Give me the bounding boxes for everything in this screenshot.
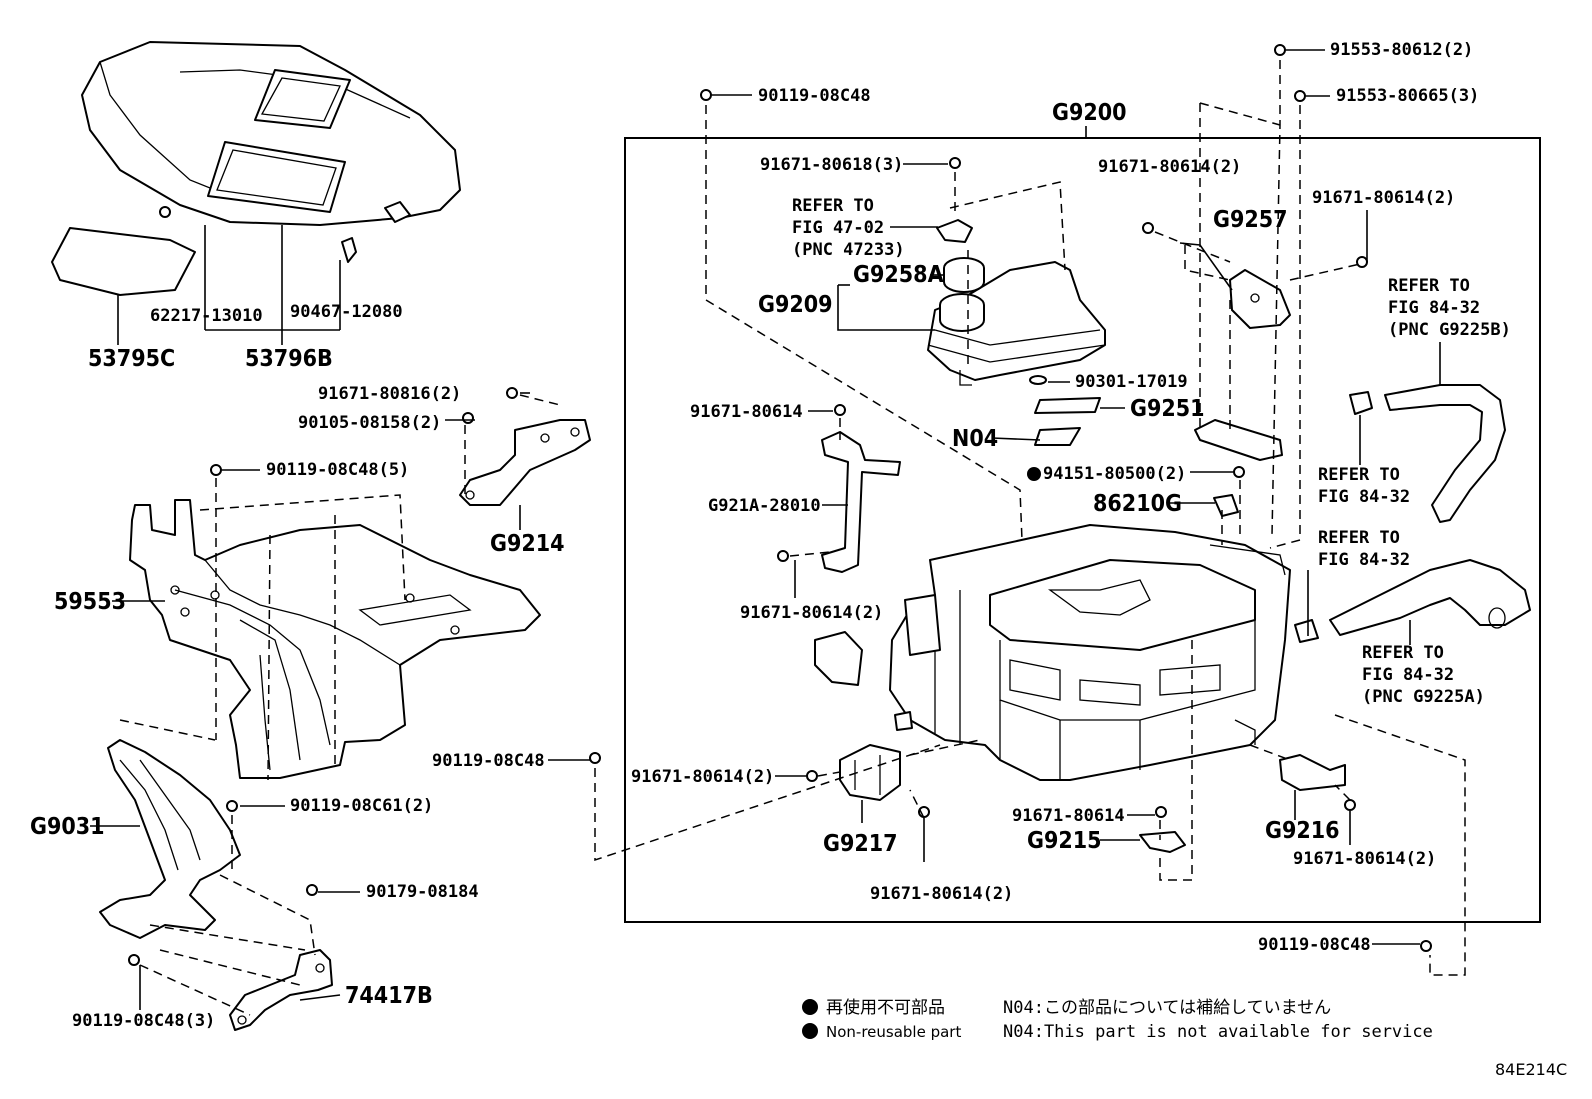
bolt-icon (210, 464, 222, 476)
legend-bullet-icon (802, 1023, 818, 1039)
label-91671-80816: 91671-80816(2) (318, 384, 461, 404)
label-g9216: G9216 (1265, 818, 1340, 844)
legend-n04-en: N04:This part is not available for servi… (1003, 1022, 1433, 1042)
legend-bullet-icon (802, 999, 818, 1015)
label-g9258a: G9258A (853, 262, 944, 288)
label-91671-80618: 91671-80618(3) (760, 155, 903, 175)
label-53796b: 53796B (245, 346, 333, 372)
label-90467-12080: 90467-12080 (290, 302, 403, 322)
label-90119-08c48-top: 90119-08C48 (758, 86, 871, 106)
label-g921a-28010: G921A-28010 (708, 496, 821, 516)
left-alignment-lines (119, 394, 561, 1016)
label-91671-80614-b: 91671-80614(2) (1312, 188, 1455, 208)
legend: 再使用不可部品 Non-reusable part N04:この部品については補… (802, 997, 1433, 1042)
ref-fig84-b-line2: FIG 84-32 (1318, 550, 1410, 570)
reference-notes: REFER TO FIG 47-02 (PNC 47233) REFER TO … (792, 196, 1511, 707)
ref-g9225a-line2: FIG 84-32 (1362, 665, 1454, 685)
ref-g9225b-line1: REFER TO (1388, 276, 1470, 296)
ref-fig47-line3: (PNC 47233) (792, 240, 905, 260)
label-91671-80614-a: 91671-80614(2) (1098, 157, 1241, 177)
ref-g9225a-line3: (PNC G9225A) (1362, 687, 1485, 707)
legend-nonreusable-jp: 再使用不可部品 (826, 997, 945, 1018)
label-74417b: 74417B (345, 983, 433, 1009)
label-91553-80612: 91553-80612(2) (1330, 40, 1473, 60)
label-90119-08c48-bot: 90119-08C48 (1258, 935, 1371, 955)
bracket-74417b-illustration (128, 884, 333, 1031)
label-94151-80500: 94151-80500(2) (1043, 464, 1186, 484)
right-leader-lines (548, 49, 1441, 945)
ref-fig84-b-line1: REFER TO (1318, 528, 1400, 548)
legend-nonreusable-en: Non-reusable part (826, 1023, 961, 1041)
hoses-illustration (1294, 384, 1531, 643)
ref-g9225b-line3: (PNC G9225B) (1388, 320, 1511, 340)
label-90301-17019: 90301-17019 (1075, 372, 1188, 392)
label-91671-80614-h: 91671-80614(2) (1293, 849, 1436, 869)
label-62217-13010: 62217-13010 (150, 306, 263, 326)
label-91671-80614-f: 91671-80614(2) (870, 884, 1013, 904)
label-g9215: G9215 (1027, 828, 1102, 854)
ref-fig47-line1: REFER TO (792, 196, 874, 216)
non-reusable-marker-icon (1027, 467, 1041, 481)
ref-fig84-a-line1: REFER TO (1318, 465, 1400, 485)
label-90179-08184: 90179-08184 (366, 882, 479, 902)
label-g9031: G9031 (30, 814, 105, 840)
ref-fig84-a-line2: FIG 84-32 (1318, 487, 1410, 507)
label-g9257: G9257 (1213, 207, 1288, 233)
label-g9214: G9214 (490, 531, 565, 557)
small-brackets-illustration (700, 44, 1368, 517)
inverter-assembly-illustration (814, 524, 1291, 781)
label-n04: N04 (952, 426, 998, 452)
legend-n04-jp: N04:この部品については補給していません (1003, 998, 1331, 1018)
brace-g9031-illustration (99, 739, 241, 939)
label-90105-08158: 90105-08158(2) (298, 413, 441, 433)
label-91671-80614-d: 91671-80614(2) (740, 603, 883, 623)
label-90119-08c48-mid: 90119-08C48 (432, 751, 545, 771)
ref-fig47-line2: FIG 47-02 (792, 218, 884, 238)
lower-brackets-illustration (589, 744, 1432, 952)
engine-cover-illustration (51, 41, 461, 296)
bracket-g9214-illustration (459, 387, 591, 506)
label-90119-08c61: 90119-08C61(2) (290, 796, 433, 816)
g9200-assembly-frame (624, 137, 1541, 923)
label-90119-08c48-3: 90119-08C48(3) (72, 1011, 215, 1031)
part-labels: 53796B 53795C 62217-13010 90467-12080 91… (30, 40, 1479, 1031)
label-g9217: G9217 (823, 831, 898, 857)
label-g9209: G9209 (758, 292, 833, 318)
label-90119-08c48-5: 90119-08C48(5) (266, 460, 409, 480)
figure-code: 84E214C (1495, 1060, 1567, 1079)
label-91671-80614-c: 91671-80614 (690, 402, 803, 422)
label-91671-80614-e: 91671-80614(2) (631, 767, 774, 787)
label-86210g: 86210G (1093, 491, 1182, 517)
left-leader-lines (90, 225, 530, 1010)
label-59553: 59553 (54, 589, 126, 615)
ref-g9225a-line1: REFER TO (1362, 643, 1444, 663)
ref-g9225b-line2: FIG 84-32 (1388, 298, 1480, 318)
reservoir-tank-illustration (927, 257, 1106, 386)
label-53795c: 53795C (88, 346, 175, 372)
label-g9251: G9251 (1130, 396, 1205, 422)
label-g9200: G9200 (1052, 100, 1127, 126)
label-91553-80665: 91553-80665(3) (1336, 86, 1479, 106)
label-91671-80614-g: 91671-80614 (1012, 806, 1125, 826)
right-alignment-lines (594, 60, 1466, 976)
